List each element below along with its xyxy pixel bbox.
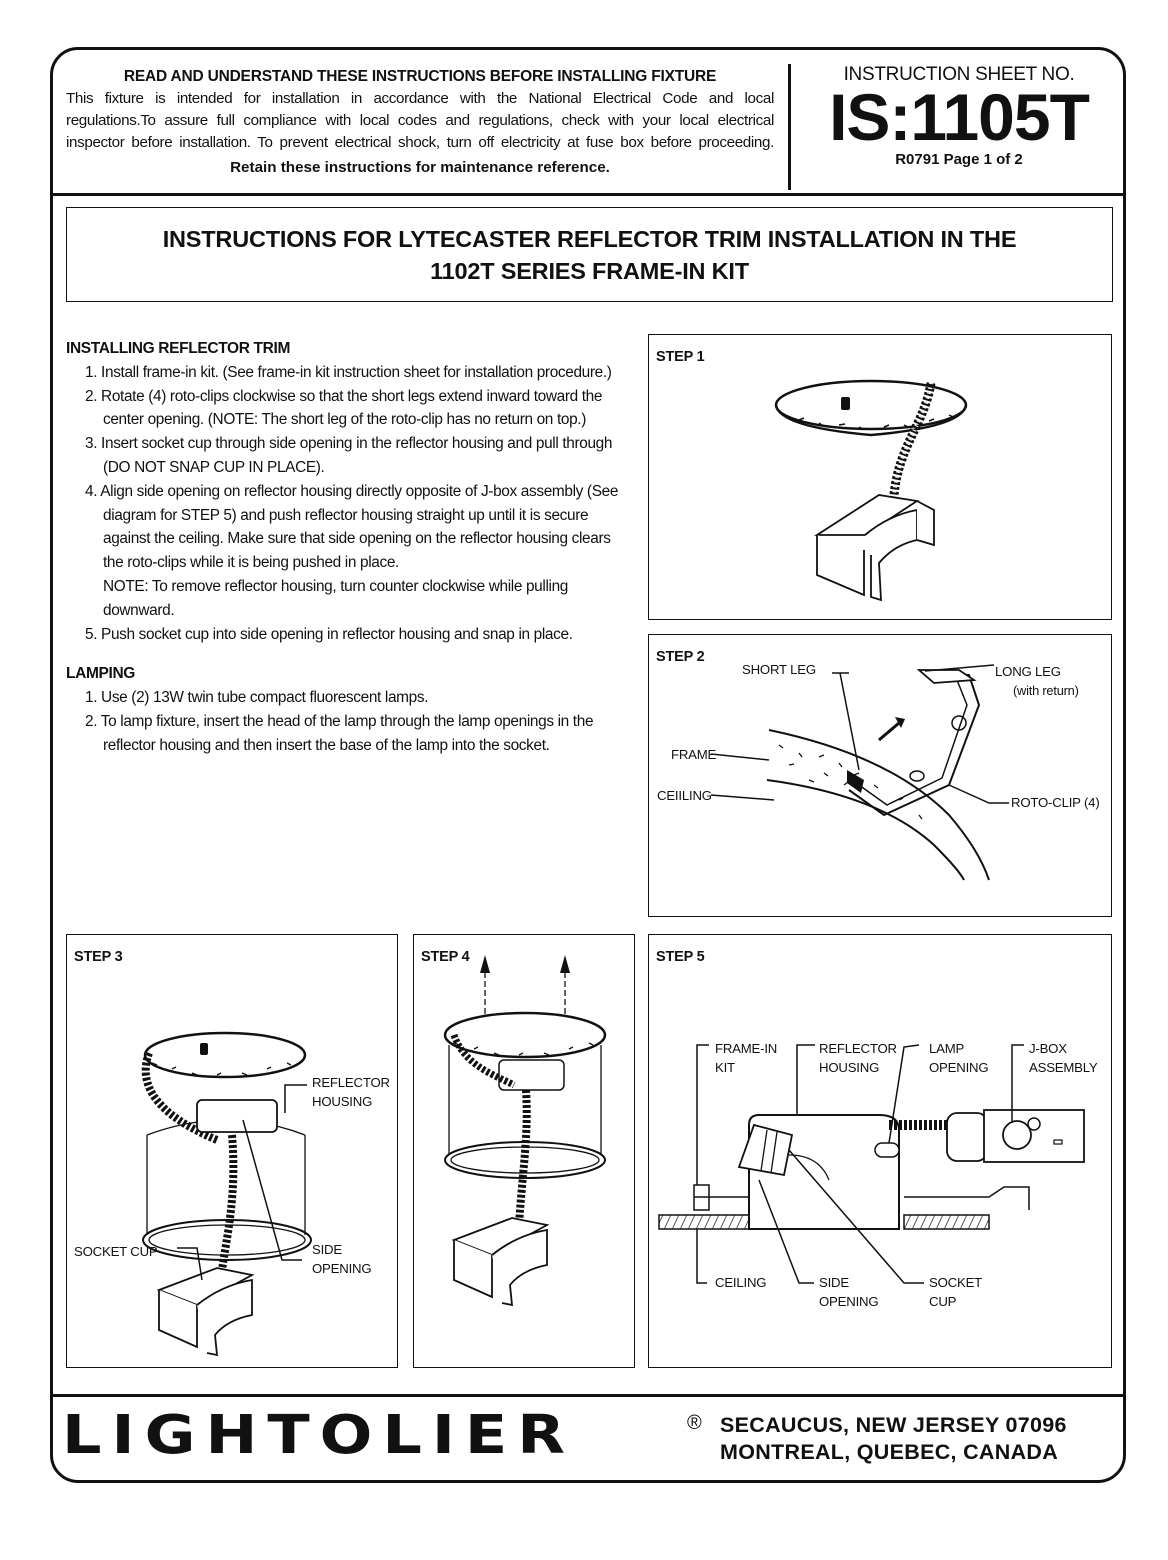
callout-kit: KIT [715,1060,735,1075]
brand-logo: LIGHTOLIER [62,1403,576,1467]
lamping-steps: 1. Use (2) 13W twin tube compact fluores… [66,686,632,757]
title-line-1: INSTRUCTIONS FOR LYTECASTER REFLECTOR TR… [162,226,1017,252]
callout-short-leg: SHORT LEG [742,662,816,677]
callout-ceiling: CEILING [715,1275,767,1290]
page-border [50,47,1126,1483]
warning-line: This fixture is intended for installatio… [66,90,774,107]
callout-long-leg-sub: (with return) [1013,683,1079,698]
warning-line: inspector before installation. To preven… [66,134,774,151]
callout-opening: OPENING [929,1060,989,1075]
step5-illustration [658,1044,1085,1284]
sheet-number: IS:1105T [829,80,1090,154]
list-item: 2. Rotate (4) roto-clips clockwise so th… [85,387,603,429]
callout-opening: OPENING [312,1261,372,1276]
step4-diagram: STEP 4 [413,934,635,1368]
step4-label: STEP 4 [421,949,470,965]
callout-jbox: J-BOX [1029,1041,1067,1056]
footer-divider [50,1394,1126,1397]
callout-socket-cup: SOCKET CUP [74,1244,158,1259]
step1-illustration [774,379,968,602]
callout-housing: HOUSING [819,1060,880,1075]
installing-heading: INSTALLING REFLECTOR TRIM [66,340,291,357]
callout-side: SIDE [819,1275,849,1290]
list-item: 2. To lamp fixture, insert the head of t… [85,712,594,754]
step1-label: STEP 1 [656,349,705,365]
step1-diagram: STEP 1 [648,334,1112,620]
lamping-heading: LAMPING [66,665,136,683]
header-divider [50,193,1126,196]
company-address: SECAUCUS, NEW JERSEY 07096 MONTREAL, QUE… [720,1412,1067,1466]
list-item: 1. Install frame-in kit. (See frame-in k… [85,363,612,381]
callout-frame: FRAME [671,747,717,762]
instruction-sheet-id: INSTRUCTION SHEET NO. IS:1105T R0791 Pag… [800,64,1118,168]
title-line-2: 1102T SERIES FRAME-IN KIT [430,258,749,284]
callout-side-opening: OPENING [819,1294,879,1309]
step3-diagram: STEP 3 REFLECTOR HOUSING SOCKET CUP SIDE… [66,934,398,1368]
step3-label: STEP 3 [74,949,123,965]
registered-mark: ® [687,1412,702,1434]
callout-socket: SOCKET [929,1275,983,1290]
address-line-2: MONTREAL, QUEBEC, CANADA [720,1440,1059,1464]
callout-lamp: LAMP [929,1041,965,1056]
warning-heading: READ AND UNDERSTAND THESE INSTRUCTIONS B… [123,68,717,85]
step5-diagram: STEP 5 FRAME-IN KIT REFLECTOR HOU [648,934,1112,1368]
retain-note: Retain these instructions for maintenanc… [230,159,610,176]
step2-diagram: STEP 2 SHORT LEG LONG LEG (with return) … [648,634,1112,917]
list-item: 5. Push socket cup into side opening in … [85,625,573,643]
document-title: INSTRUCTIONS FOR LYTECASTER REFLECTOR TR… [66,207,1113,302]
safety-warning: READ AND UNDERSTAND THESE INSTRUCTIONS B… [66,66,774,179]
list-item: 4. Align side opening on reflector housi… [85,482,619,572]
sheet-label: INSTRUCTION SHEET NO. [843,64,1075,85]
callout-side: SIDE [312,1242,342,1257]
callout-ceiling: CEIILING [657,788,712,803]
warning-line: regulations.To assure full compliance wi… [66,112,774,129]
callout-housing: HOUSING [312,1094,373,1109]
installing-steps: 1. Install frame-in kit. (See frame-in k… [66,361,632,647]
step3-illustration [141,1031,312,1357]
instructions-column: INSTALLING REFLECTOR TRIM 1. Install fra… [66,337,632,758]
step2-label: STEP 2 [656,649,705,665]
list-item: 3. Insert socket cup through side openin… [85,435,613,476]
list-item: 1. Use (2) 13W twin tube compact fluores… [85,689,429,707]
callout-reflector: REFLECTOR [819,1041,897,1056]
revision-page: R0791 Page 1 of 2 [895,151,1023,168]
list-item-note: NOTE: To remove reflector housing, turn … [103,577,569,619]
callout-long-leg: LONG LEG [995,664,1061,679]
callout-frame-in: FRAME-IN [715,1041,778,1056]
step2-illustration [710,664,1009,881]
step5-label: STEP 5 [656,949,705,965]
callout-roto-clip: ROTO-CLIP (4) [1011,795,1100,810]
step4-illustration [443,955,607,1307]
callout-assembly: ASSEMBLY [1029,1060,1098,1075]
callout-cup: CUP [929,1294,957,1309]
callout-reflector: REFLECTOR [312,1075,390,1090]
address-line-1: SECAUCUS, NEW JERSEY 07096 [720,1413,1067,1437]
header-vertical-divider [788,64,791,190]
